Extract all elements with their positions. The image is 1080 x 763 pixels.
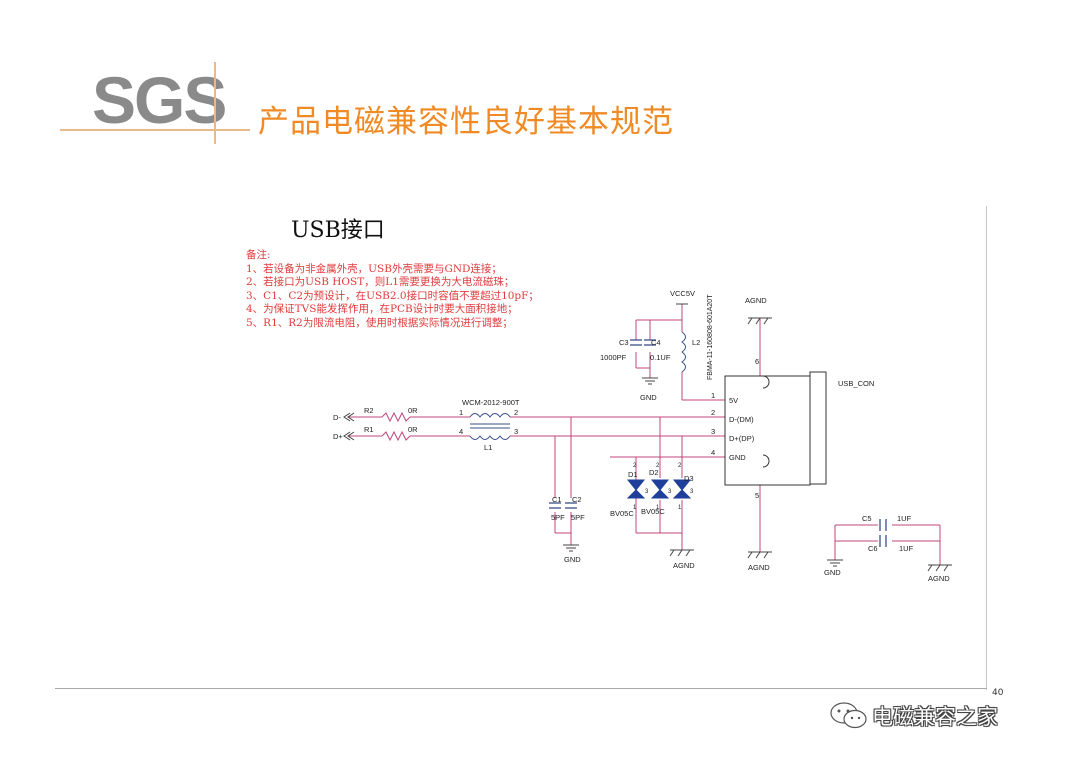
bv05c-label: BV05C (610, 509, 634, 518)
diode-pin: 3 (690, 489, 694, 495)
note-item: 4、为保证TVS能发挥作用，在PCB设计时要大面积接地； (246, 303, 518, 315)
c5-value: 1UF (897, 514, 912, 523)
d3-label: D3 (684, 474, 694, 483)
pin-number: 1 (711, 391, 715, 400)
pin-number: 2 (711, 408, 715, 417)
agnd-label: AGND (748, 563, 770, 572)
d1-label: D1 (628, 470, 638, 479)
r1-value: 0R (408, 425, 418, 434)
usb-con-label: USB_CON (838, 379, 874, 388)
r2-label: R2 (364, 406, 374, 415)
logo-divider (214, 62, 216, 144)
diode-pin: 3 (645, 489, 649, 495)
diode-pin: 2 (656, 463, 660, 469)
pin-dp-label: D+(DP) (729, 434, 755, 443)
dminus-label: D- (333, 413, 341, 422)
l1-pin: 3 (514, 427, 518, 436)
page-number: 40 (992, 688, 1004, 698)
bv05c-label: BV05C (641, 507, 665, 516)
l2-part-label: FBMA-11-160808-601A20T (707, 294, 714, 380)
c1-label: C1 (552, 495, 562, 504)
slide-title: 产品电磁兼容性良好基本规范 (258, 104, 674, 140)
c3-value: 1000PF (600, 353, 627, 362)
section-heading: USB接口 (291, 218, 385, 243)
d2-label: D2 (649, 468, 659, 477)
c4-label: C4 (651, 338, 661, 347)
sgs-logo: SGS (92, 63, 227, 137)
pin-number: 3 (711, 427, 715, 436)
c2-value: 5PF (571, 513, 585, 522)
agnd-top-label: AGND (745, 296, 767, 305)
diode-pin: 1 (656, 505, 660, 511)
footer-divider (55, 688, 987, 689)
c4-value: 0.1UF (650, 353, 671, 362)
note-item: 2、若接口为USB HOST，则L1需要更换为大电流磁珠； (246, 276, 515, 288)
diode-pin: 1 (633, 505, 637, 511)
agnd-label: AGND (928, 574, 950, 583)
c6-label: C6 (868, 544, 878, 553)
l1-label: L1 (484, 443, 492, 452)
note-item: 1、若设备为非金属外壳，USB外壳需要与GND连接； (246, 262, 502, 275)
c5-label: C5 (862, 514, 872, 523)
pin-number: 4 (711, 448, 715, 457)
note-item: 3、C1、C2为预设计，在USB2.0接口时容值不要超过10pF； (246, 289, 539, 302)
agnd-label: AGND (673, 561, 695, 570)
gnd-label: GND (640, 393, 657, 402)
l1-pin: 1 (459, 408, 463, 417)
logo-underline (60, 129, 250, 131)
pin-number: 5 (755, 491, 759, 500)
c1-value: 5PF (551, 513, 565, 522)
pin-number: 6 (755, 357, 759, 366)
diode-pin: 3 (668, 489, 672, 495)
c6-value: 1UF (899, 544, 914, 553)
diode-pin: 1 (678, 505, 682, 511)
gnd-label: GND (564, 555, 581, 564)
wcm-label: WCM-2012-900T (462, 398, 520, 407)
notes-block: 备注: 1、若设备为非金属外壳，USB外壳需要与GND连接； 2、若接口为USB… (246, 249, 676, 330)
c2-label: C2 (572, 495, 582, 504)
l1-pin: 4 (459, 427, 463, 436)
r2-value: 0R (408, 406, 418, 415)
l1-pin: 2 (514, 408, 518, 417)
pin-5v-label: 5V (729, 396, 738, 405)
frame-right-border (986, 206, 987, 690)
watermark: 电磁兼容之家 (828, 698, 1068, 732)
c3-label: C3 (619, 338, 629, 347)
gnd-label: GND (824, 568, 841, 577)
r1-label: R1 (364, 425, 374, 434)
pin-gnd-label: GND (729, 453, 746, 462)
wechat-icon (830, 702, 867, 729)
diode-pin: 2 (678, 463, 682, 469)
note-item: 5、R1、R2为限流电阻，使用时根据实际情况进行调整； (246, 316, 513, 329)
watermark-text: 电磁兼容之家 (872, 705, 998, 729)
l2-label: L2 (692, 338, 700, 347)
pin-dm-label: D-(DM) (729, 415, 754, 424)
notes-heading: 备注: (246, 249, 271, 261)
vcc-label: VCC5V (670, 289, 695, 298)
diode-pin: 2 (633, 463, 637, 469)
dplus-label: D+ (333, 432, 343, 441)
